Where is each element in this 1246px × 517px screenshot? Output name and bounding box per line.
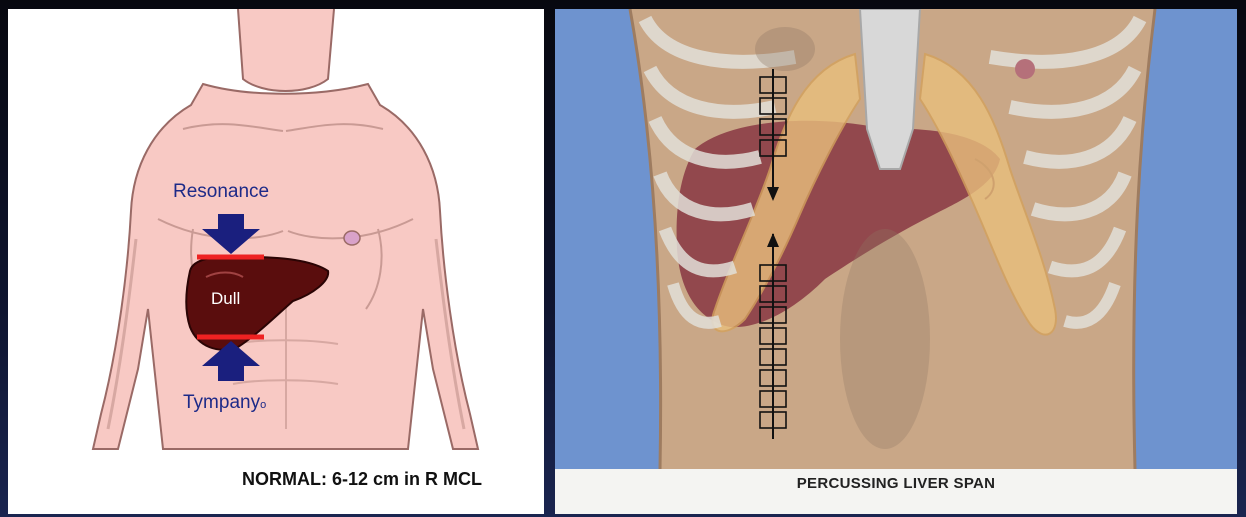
neck (237, 9, 335, 92)
dull-label: Dull (211, 289, 241, 308)
resonance-label: Resonance (173, 181, 270, 202)
tympany-label-text: Tympany (183, 392, 261, 413)
rib-l6 (667, 282, 722, 329)
normal-span-box: NORMAL: 6-12 cm in R MCL (218, 452, 544, 514)
tympany-arrow (202, 341, 260, 381)
nipple-left (343, 230, 361, 246)
rib-r3 (1023, 115, 1137, 169)
downward-arrowhead (767, 187, 779, 201)
illustration-caption: PERCUSSING LIVER SPAN (796, 475, 996, 492)
rib-l1 (638, 15, 797, 69)
percussion-boxes-upper (759, 69, 787, 201)
torso-diagram (91, 9, 480, 450)
rib-l5 (658, 226, 738, 278)
rib-l2 (643, 65, 777, 119)
liver-span-illustration (555, 9, 1237, 469)
nipple-left (1015, 59, 1035, 79)
costal-cartilage-left (918, 52, 1057, 336)
rib-l3 (648, 115, 762, 169)
rib-l4 (653, 171, 756, 222)
rib-r2 (1008, 65, 1142, 119)
sternum (858, 9, 922, 170)
rib-r4 (1030, 171, 1132, 222)
tympany-label: Tympanyo (183, 392, 266, 414)
right-illustration-panel: PERCUSSING LIVER SPAN (555, 9, 1237, 514)
normal-span-text: NORMAL: 6-12 cm in R MCL (242, 469, 483, 489)
rib-r1 (988, 15, 1147, 69)
rib-r5 (1047, 226, 1127, 278)
resonance-arrow (202, 214, 260, 254)
rib-r6 (1063, 281, 1121, 329)
tympany-suffix: o (260, 399, 267, 411)
left-diagram-panel: Resonance Dull Tympanyo NORMAL: 6-12 cm … (8, 9, 544, 514)
percussion-boxes-lower (759, 233, 787, 439)
upward-arrowhead (767, 233, 779, 247)
